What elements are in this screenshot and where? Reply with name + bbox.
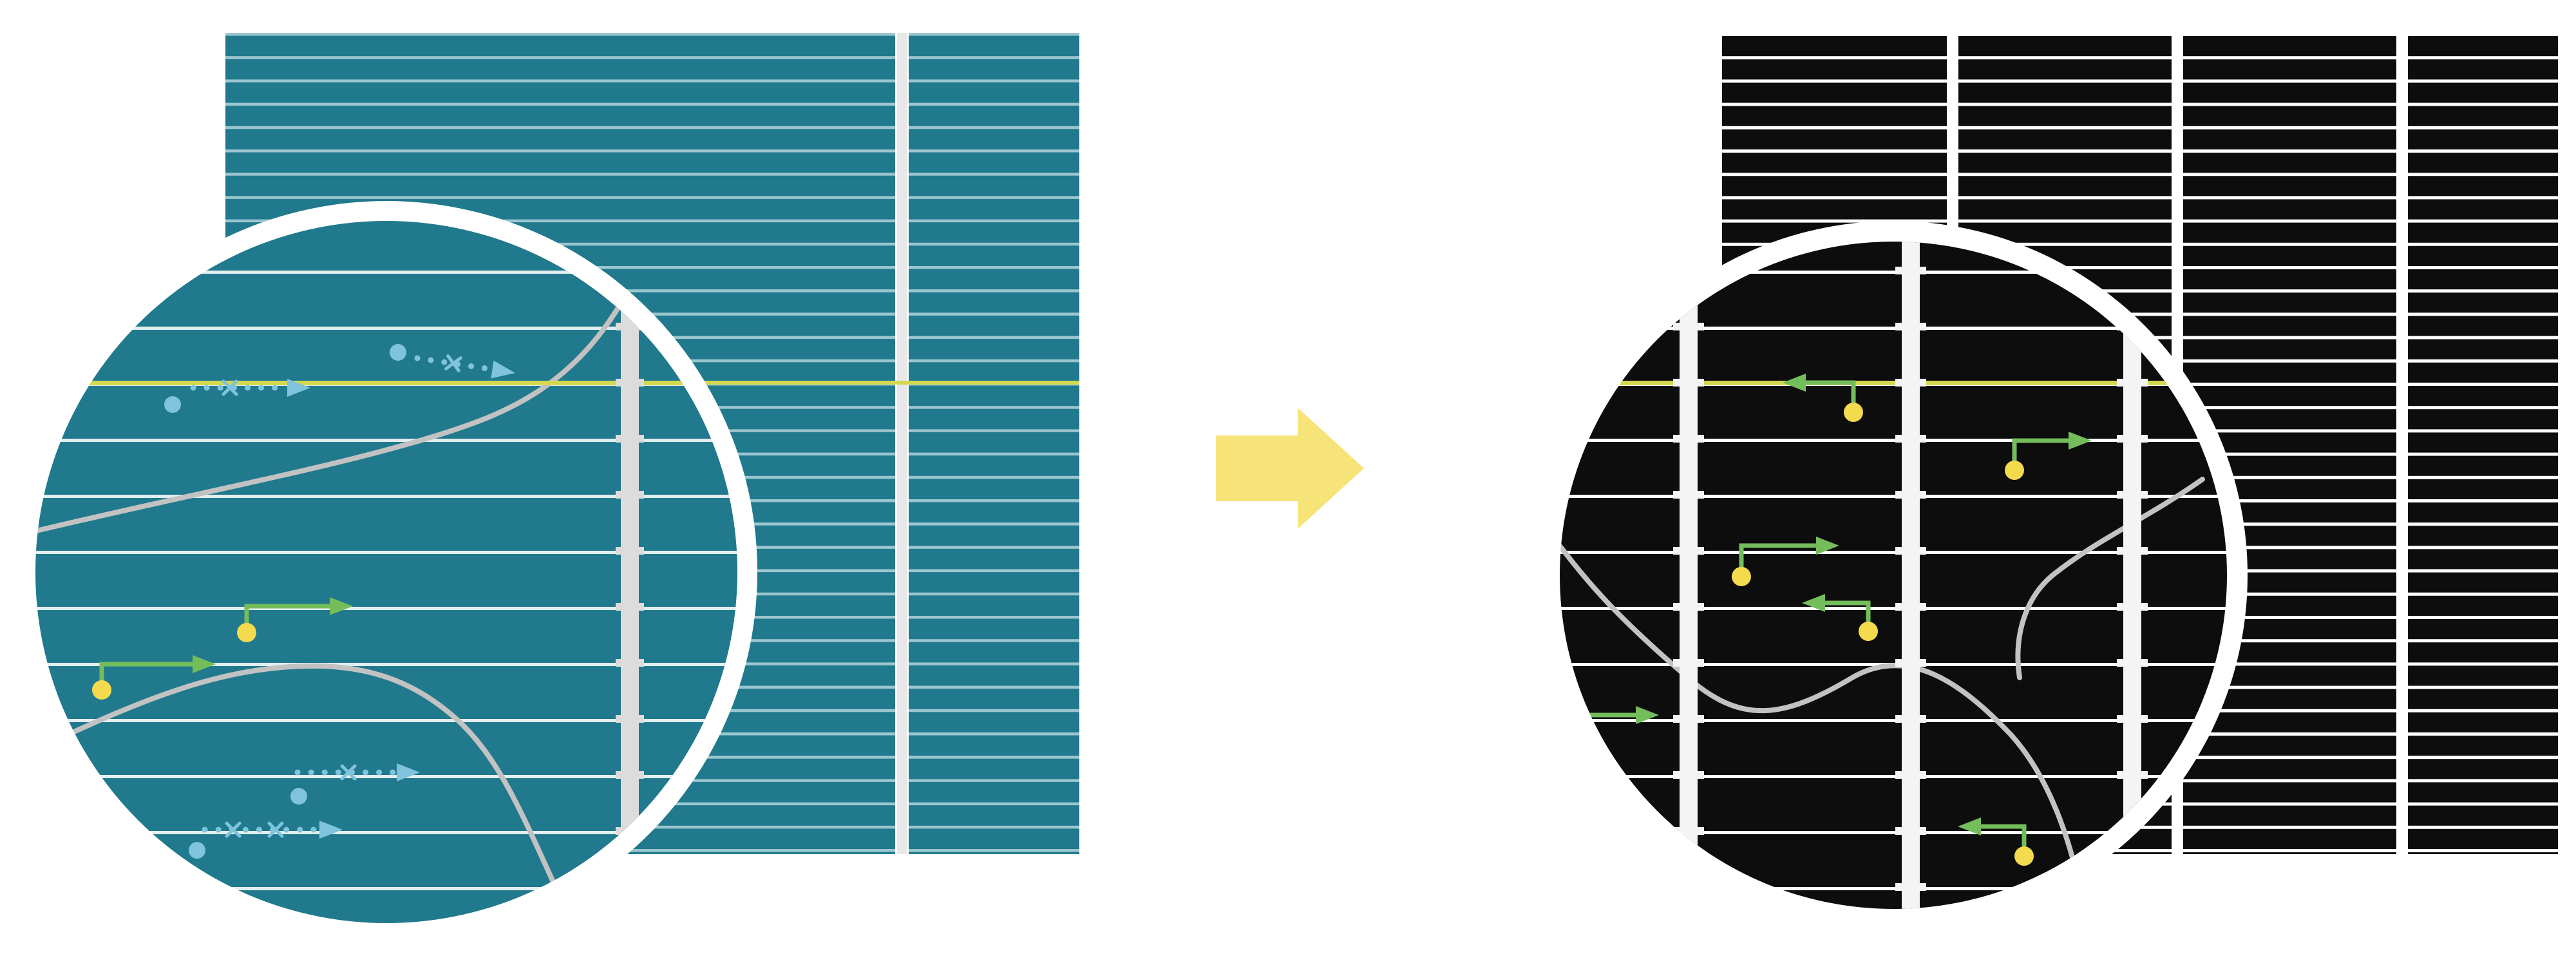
grain-boundary-line: [1560, 517, 2085, 902]
recombination-x-mark: [222, 379, 238, 396]
left-panel-busbar: [897, 33, 907, 854]
carrier-dot-yellow: [92, 680, 111, 700]
recombination-x-mark: [444, 354, 462, 372]
recombination-x-mark: [267, 821, 284, 838]
carrier-dot-yellow: [1732, 567, 1751, 586]
electron-dot-blue: [390, 344, 406, 361]
blue-arrowhead-icon: [491, 360, 515, 379]
grain-boundary-line: [35, 241, 654, 536]
right-zoom-busbar: [1902, 242, 1920, 909]
carrier-path-green: [2012, 438, 2075, 473]
right-zoom-highlighted-finger-line: [1560, 381, 2227, 385]
green-arrowhead-icon: [1783, 374, 1806, 392]
green-arrowhead-icon: [330, 597, 353, 615]
grain-boundary-line: [35, 663, 581, 923]
carrier-path-green: [1799, 380, 1856, 415]
carrier-dot-yellow: [2014, 846, 2034, 866]
right-magnifier: [1539, 221, 2248, 930]
right-zoom-busbar: [2123, 242, 2141, 909]
left-zoom-carrier-marks: [92, 344, 515, 859]
right-cell-section-4: [2408, 33, 2558, 854]
right-zoom-busbar: [1680, 242, 1698, 909]
right-zoom-carrier-marks: [1574, 374, 2092, 866]
carrier-dot-yellow: [2005, 461, 2024, 480]
carrier-dot-yellow: [1859, 622, 1878, 641]
carrier-path-green: [1975, 824, 2027, 859]
blue-arrowhead-icon: [397, 763, 420, 781]
blue-arrowhead-icon: [287, 379, 310, 397]
transition-arrow: [1216, 408, 1364, 529]
right-zoom-cell-surface: [1560, 242, 2227, 909]
green-arrowhead-icon: [1636, 706, 1659, 724]
green-arrowhead-icon: [193, 655, 216, 673]
blue-arrowhead-icon: [319, 821, 343, 839]
electron-dot-blue: [189, 842, 205, 859]
left-magnifier-content: [35, 221, 737, 923]
carrier-path-green: [1739, 543, 1823, 579]
green-arrowhead-icon: [2069, 432, 2092, 450]
left-zoom-highlighted-finger-line: [35, 381, 737, 385]
left-cell-right-section: [909, 33, 1079, 854]
grain-boundary-line: [2015, 477, 2205, 680]
electron-dot-blue: [164, 396, 181, 413]
green-arrowhead-icon: [1816, 537, 1839, 555]
left-magnifier: [15, 201, 757, 943]
carrier-dot-yellow: [237, 623, 256, 642]
right-magnifier-content: [1560, 242, 2227, 909]
green-arrowhead-icon: [1802, 594, 1825, 612]
left-zoom-busbar: [621, 221, 639, 923]
recombination-x-mark: [340, 764, 357, 781]
right-block-arrow-icon: [1216, 408, 1364, 529]
recombination-x-mark: [225, 821, 242, 838]
electron-dotted-path: [414, 355, 494, 372]
left-zoom-cell-surface: [35, 221, 737, 923]
green-arrowhead-icon: [1958, 817, 1981, 836]
carrier-dot-yellow: [1844, 403, 1863, 422]
electron-dot-blue: [290, 788, 307, 805]
